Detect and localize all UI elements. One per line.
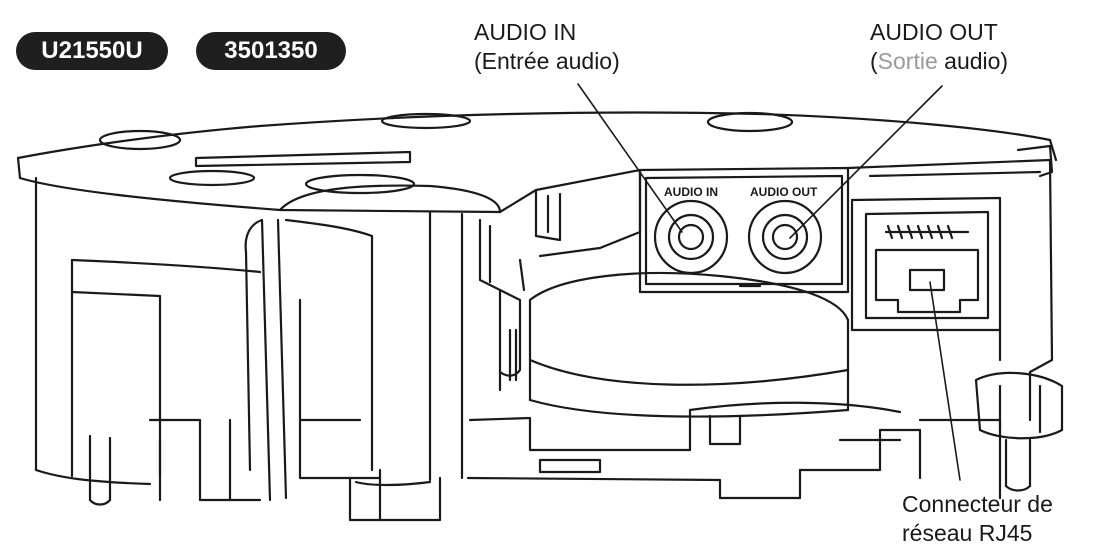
- leader-lines: [577, 83, 961, 481]
- audio-out-paren: (: [870, 48, 878, 74]
- audio-out-leader: [789, 85, 943, 239]
- model-badge-2: 3501350: [196, 32, 346, 70]
- audio-out-grey-word: Sortie: [877, 48, 938, 74]
- model-badge-1-text: U21550U: [41, 37, 143, 64]
- model-badge-1: U21550U: [16, 32, 168, 70]
- panel-label-audio-out: AUDIO OUT: [750, 185, 818, 199]
- rj45-leader: [929, 281, 961, 481]
- top-disc: [16, 111, 1058, 214]
- rj45-callout: Connecteur de réseau RJ45: [902, 490, 1053, 548]
- audio-in-leader: [577, 83, 683, 233]
- panel-label-audio-in: AUDIO IN: [664, 185, 718, 199]
- audio-out-callout: AUDIO OUT (Sortie audio): [870, 18, 1008, 76]
- rj45-block: [846, 158, 1054, 422]
- rj45-callout-line1: Connecteur de: [902, 491, 1053, 517]
- audio-out-rest: audio): [937, 48, 1009, 74]
- right-cable-post: [974, 371, 1064, 492]
- audio-out-callout-line1: AUDIO OUT: [870, 19, 998, 45]
- audio-in-callout: AUDIO IN (Entrée audio): [474, 18, 620, 76]
- audio-out-callout-line2: (Sortie audio): [870, 47, 1008, 76]
- rj45-callout-line2: réseau RJ45: [902, 520, 1033, 546]
- left-housing: [34, 176, 442, 522]
- central-body: [466, 271, 1002, 500]
- audio-panel: [498, 166, 850, 294]
- model-badge-2-text: 3501350: [224, 37, 318, 64]
- audio-in-callout-line1: AUDIO IN: [474, 19, 577, 45]
- middle-bracket: [428, 188, 562, 482]
- audio-in-callout-line2: (Entrée audio): [474, 48, 620, 74]
